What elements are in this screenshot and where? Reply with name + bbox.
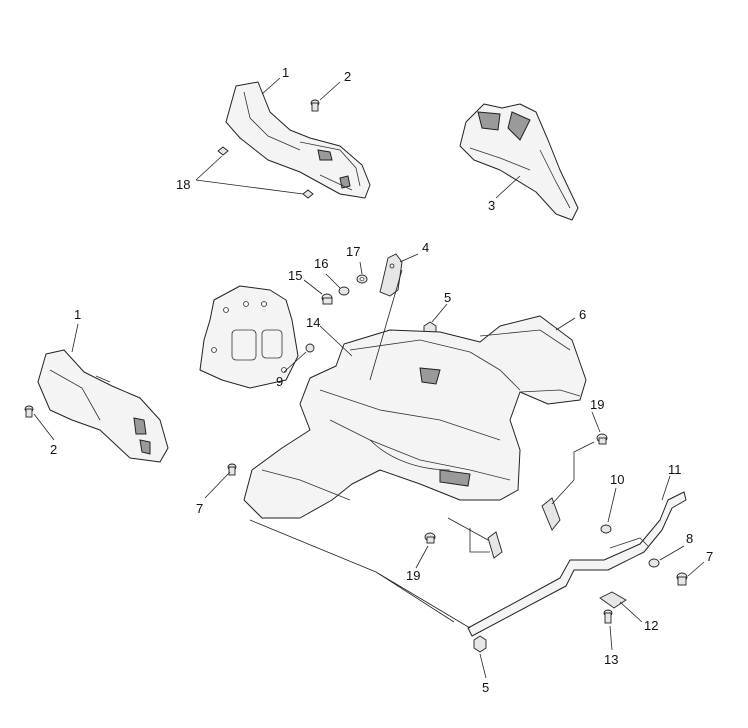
front-fender [243, 315, 587, 519]
callout-16: 16 [314, 256, 328, 271]
callout-18: 18 [176, 177, 190, 192]
screw-19-right [596, 433, 608, 445]
callout-7-left: 7 [196, 501, 203, 516]
bolt-7-right [676, 572, 688, 586]
callout-17: 17 [346, 244, 360, 259]
plate-12 [599, 591, 627, 609]
bracket [379, 253, 403, 297]
callout-2-left: 2 [50, 442, 57, 457]
callout-12: 12 [644, 618, 658, 633]
mounting-plate [199, 285, 299, 389]
washer-10 [600, 524, 612, 534]
callout-5-bottom: 5 [482, 680, 489, 695]
callout-19-right: 19 [590, 397, 604, 412]
washer-16 [338, 286, 350, 296]
clip-9 [305, 343, 315, 353]
leader-lines [33, 77, 705, 679]
front-nose [459, 103, 579, 221]
callout-1-left: 1 [74, 307, 81, 322]
callout-14: 14 [306, 315, 320, 330]
clip-bottom [487, 531, 503, 559]
side-panel-left [37, 349, 169, 463]
washer-8 [648, 558, 660, 568]
screw-19-bottom [424, 532, 436, 544]
bolt-7-left [227, 463, 237, 476]
callout-6: 6 [579, 307, 586, 322]
callout-10: 10 [610, 472, 624, 487]
callout-19-bottom: 19 [406, 568, 420, 583]
callout-4: 4 [422, 240, 429, 255]
callout-1-top: 1 [282, 65, 289, 80]
callout-3: 3 [488, 198, 495, 213]
callout-15: 15 [288, 268, 302, 283]
bolt-left [24, 405, 34, 418]
callout-2-top: 2 [344, 69, 351, 84]
nut-bottom [473, 635, 487, 653]
callout-7-right: 7 [706, 549, 713, 564]
callout-labels: 1 2 18 3 17 4 16 15 5 6 1 14 9 2 19 7 10… [50, 65, 713, 695]
bolt-top [310, 99, 320, 112]
callout-8: 8 [686, 531, 693, 546]
support-rod [467, 491, 687, 637]
callout-13: 13 [604, 652, 618, 667]
callout-9: 9 [276, 374, 283, 389]
bolt-13 [603, 609, 613, 624]
callout-11: 11 [668, 462, 682, 477]
bolt-15 [321, 293, 333, 305]
insert-markers [217, 146, 314, 199]
callout-5-mid: 5 [444, 290, 451, 305]
washer-17 [356, 274, 368, 284]
clip-right [541, 497, 561, 531]
side-panel-top [225, 81, 371, 199]
